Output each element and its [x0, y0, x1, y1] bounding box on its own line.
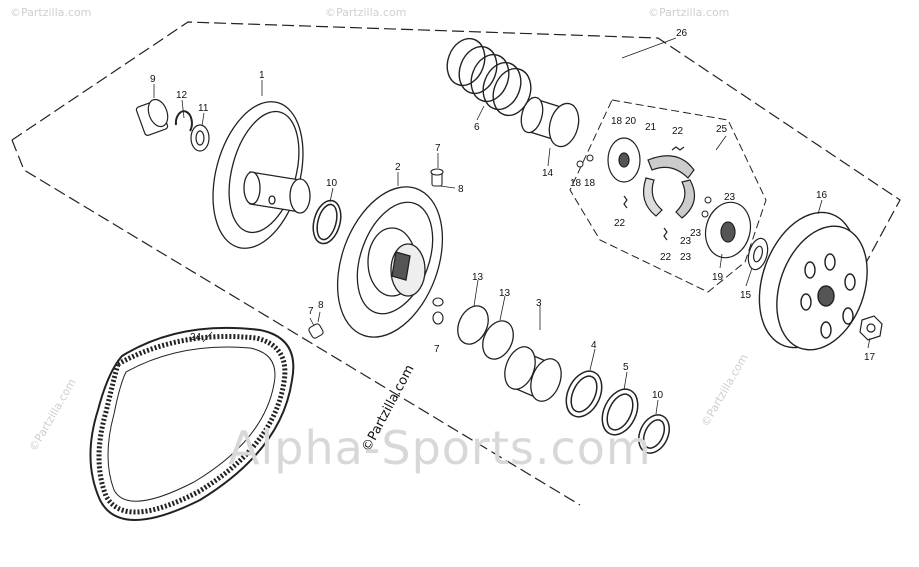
- callout-labels: 9 12 11 1 10 2 7 8 6 14 26 18 20 21 22 2…: [150, 28, 876, 401]
- part-7-pin-top: [430, 168, 444, 187]
- part-18-small-screws: [576, 154, 712, 218]
- part-5-washer: [601, 388, 639, 436]
- callout-23: 23: [724, 192, 736, 203]
- part-10-o-ring-lower: [638, 414, 670, 454]
- callout-10: 10: [652, 390, 664, 401]
- callout-17: 17: [864, 352, 876, 363]
- callout-11: 11: [198, 103, 209, 114]
- callout-23: 23: [680, 236, 692, 247]
- callout-22: 22: [614, 218, 626, 229]
- callout-2: 2: [395, 162, 401, 173]
- callout-24: 24: [190, 332, 202, 343]
- part-9-bearing: [135, 98, 169, 136]
- callout-7: 7: [308, 306, 314, 317]
- callout-7: 7: [434, 344, 440, 355]
- part-3-sleeve: [504, 346, 562, 402]
- callout-8: 8: [458, 184, 464, 195]
- part-24-drive-belt: [89, 326, 295, 521]
- callout-6: 6: [474, 122, 480, 133]
- part-7-pin-mid: [432, 297, 444, 325]
- watermark-tile: ©Partzilla.com: [648, 6, 729, 19]
- part-7-pin-left: [308, 323, 324, 339]
- leader-lines: [153, 37, 871, 415]
- part-14-collar: [520, 96, 580, 148]
- assembly-outline: [11, 21, 901, 506]
- watermark-alpha-sports: Alpha-Sports.com: [228, 421, 652, 475]
- callout-18: 18: [584, 178, 596, 189]
- part-6-spring: [446, 37, 532, 117]
- callout-8: 8: [318, 300, 324, 311]
- callout-26: 26: [676, 28, 688, 39]
- part-13-o-rings: [457, 305, 514, 360]
- part-22-springs: [623, 146, 685, 241]
- part-18-20-clutch-plate: [607, 137, 641, 183]
- part-21-clutch-shoes: [643, 155, 696, 219]
- clutch-subassembly-outline: [569, 99, 767, 293]
- callout-22: 22: [672, 126, 684, 137]
- callout-5: 5: [623, 362, 629, 373]
- callout-1: 1: [259, 70, 265, 81]
- part-16-clutch-drum: [758, 211, 868, 351]
- callout-16: 16: [816, 190, 828, 201]
- part-4-washer: [565, 370, 603, 418]
- watermark-tile: ©Partzilla.com: [699, 352, 751, 429]
- callout-15: 15: [740, 290, 752, 301]
- callout-20: 20: [625, 116, 637, 127]
- callout-4: 4: [591, 340, 597, 351]
- callout-21: 21: [645, 122, 657, 133]
- callout-23: 23: [680, 252, 692, 263]
- callout-12: 12: [176, 90, 188, 101]
- callout-25: 25: [716, 124, 728, 135]
- watermark-tile: ©Partzilla.com: [27, 376, 79, 453]
- part-15-washer: [747, 237, 769, 271]
- callout-9: 9: [150, 74, 156, 85]
- callout-13: 13: [472, 272, 484, 283]
- part-17-nut: [859, 315, 883, 341]
- callout-18: 18: [611, 116, 623, 127]
- callout-14: 14: [542, 168, 554, 179]
- watermark-tile: ©Partzilla.com: [10, 6, 91, 19]
- callout-19: 19: [712, 272, 724, 283]
- callout-23: 23: [690, 228, 702, 239]
- callout-22: 22: [660, 252, 672, 263]
- watermark-tile: ©Partzilla.com: [325, 6, 406, 19]
- part-11-bearing: [190, 124, 210, 152]
- callout-10: 10: [326, 178, 338, 189]
- part-19-drive-plate: [704, 201, 752, 259]
- callout-18: 18: [570, 178, 582, 189]
- callout-13: 13: [499, 288, 511, 299]
- part-12-circlip: [174, 110, 193, 132]
- callout-7: 7: [435, 143, 441, 154]
- callout-3: 3: [536, 298, 542, 309]
- part-1-driven-face: [212, 101, 311, 249]
- part-2-sliding-face: [336, 186, 444, 338]
- part-10-o-ring: [312, 199, 342, 245]
